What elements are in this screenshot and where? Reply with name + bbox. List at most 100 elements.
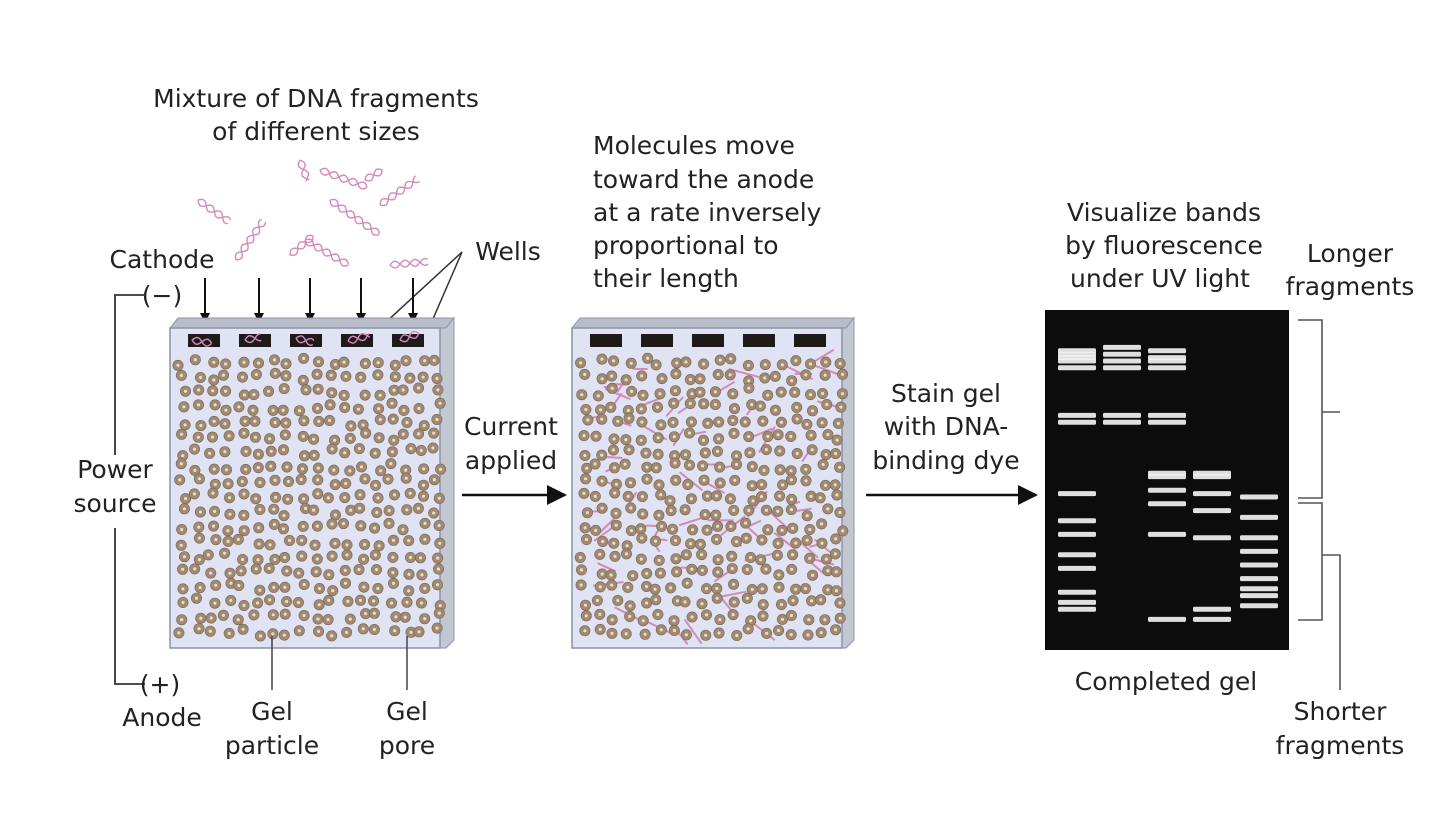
gel-particle-core xyxy=(391,581,396,586)
gel-particle-core xyxy=(790,497,794,501)
gel-particle-core xyxy=(407,589,411,593)
gel-particle-core xyxy=(439,467,443,471)
gel-particle-core xyxy=(780,528,784,533)
gel-particle-core xyxy=(836,421,841,425)
gel-particle-core xyxy=(210,435,215,439)
gel-particle-core xyxy=(704,613,709,617)
gel-particle-core xyxy=(297,409,302,413)
gel-particle-core xyxy=(242,603,246,608)
gel-particle-core xyxy=(333,541,337,546)
gel-particle-core xyxy=(704,587,709,591)
gel-particle-core xyxy=(645,477,649,481)
gel-particle-core xyxy=(300,467,305,471)
gel-particle-core xyxy=(213,482,217,486)
gel-particle-core xyxy=(686,482,690,487)
gel-particle-core xyxy=(328,418,332,423)
gel-particle-core xyxy=(404,476,408,480)
dna-strand xyxy=(399,332,420,341)
gel-particle-core xyxy=(224,389,228,393)
gel-band xyxy=(1240,548,1278,554)
gel-particle-core xyxy=(373,553,377,557)
gel-particle-core xyxy=(213,403,217,407)
gel-particle-core xyxy=(600,479,604,483)
gel-particle-core xyxy=(728,497,733,501)
gel-particle-core xyxy=(391,555,395,560)
gel-particle-core xyxy=(271,613,275,617)
gel-particle-core xyxy=(386,477,390,481)
gel-particle-core xyxy=(359,524,363,528)
gel-particle-core xyxy=(598,627,602,632)
gel-particle-core xyxy=(780,617,785,622)
gel-particle-core xyxy=(777,628,781,633)
gel-particle-core xyxy=(810,448,814,452)
gel-particle-core xyxy=(176,363,180,367)
gel-particle-core xyxy=(196,403,201,407)
gel-particle-core xyxy=(273,371,277,375)
gel-particle-core xyxy=(197,525,201,529)
gel-band xyxy=(1058,358,1096,364)
dna-strand xyxy=(389,258,429,268)
gel-particle-core xyxy=(197,477,201,481)
gel-particle-core xyxy=(583,629,587,633)
gel-particle-core xyxy=(838,510,842,515)
gel-particle-core xyxy=(729,357,733,361)
well xyxy=(692,334,724,347)
longer-fragments-line1: Longer xyxy=(1307,239,1394,268)
gel-particle-core xyxy=(356,407,360,411)
gel-particle-core xyxy=(669,586,673,590)
gel-particle-core xyxy=(717,437,721,441)
gel-particle-core xyxy=(418,556,423,560)
gel-particle-core xyxy=(392,438,396,442)
dna-fragment xyxy=(347,332,371,344)
gel-particle-core xyxy=(283,585,287,589)
gel-particle-core xyxy=(838,616,842,620)
gel-particle-core xyxy=(228,571,232,575)
gel-particle-core xyxy=(659,628,663,632)
gel-particle-core xyxy=(730,567,734,571)
gel-particle-core xyxy=(841,529,845,533)
gel-particle-core xyxy=(283,555,287,560)
gel-particle-core xyxy=(656,436,660,440)
gel-particle-core xyxy=(214,583,218,587)
gel-particle-core xyxy=(181,454,185,458)
gel-particle-core xyxy=(780,363,784,367)
dna-strand xyxy=(364,169,384,181)
gel-particle-core xyxy=(316,617,320,621)
gel-particle-core xyxy=(689,542,693,546)
gel-particle-core xyxy=(326,618,330,622)
gel-particle-core xyxy=(362,557,366,561)
gel-particle-core xyxy=(403,615,407,619)
gel-particle-core xyxy=(377,544,381,548)
gel-particle-core xyxy=(734,462,739,467)
gel-particle-core xyxy=(675,570,679,574)
gel-particle-core xyxy=(256,361,261,365)
gel-particle-core xyxy=(765,631,769,636)
gel-particle-core xyxy=(761,614,765,618)
gel-particle-core xyxy=(287,538,292,543)
gel-particle-core xyxy=(282,633,286,637)
gel-particle-core xyxy=(437,523,441,528)
gel-particle-core xyxy=(820,421,824,425)
gel-particle-core xyxy=(807,618,811,622)
gel-particle-core xyxy=(750,484,754,488)
gel-particle-core xyxy=(438,541,442,545)
gel-particle-core xyxy=(759,495,764,499)
gel-particle-core xyxy=(580,393,584,397)
gel-particle-core xyxy=(213,509,217,513)
gel-particle-core xyxy=(419,601,424,605)
gel-particle-core xyxy=(804,467,808,471)
gel-particle-core xyxy=(300,538,304,543)
gel-particle-core xyxy=(810,409,815,413)
gel-particle-core xyxy=(391,417,395,421)
gel-particle-core xyxy=(221,373,226,377)
anode-sign: (+) xyxy=(140,670,180,699)
gel-particle-core xyxy=(272,585,276,590)
gel-particle-core xyxy=(639,527,643,531)
power-source-line2: source xyxy=(73,489,156,518)
gel-particle-core xyxy=(761,419,765,423)
gel-band xyxy=(1193,491,1231,497)
gel-particle-core xyxy=(405,508,409,512)
gel-particle-core xyxy=(271,408,275,412)
gel-particle-core xyxy=(760,587,764,591)
gel-particle-core xyxy=(343,568,347,573)
